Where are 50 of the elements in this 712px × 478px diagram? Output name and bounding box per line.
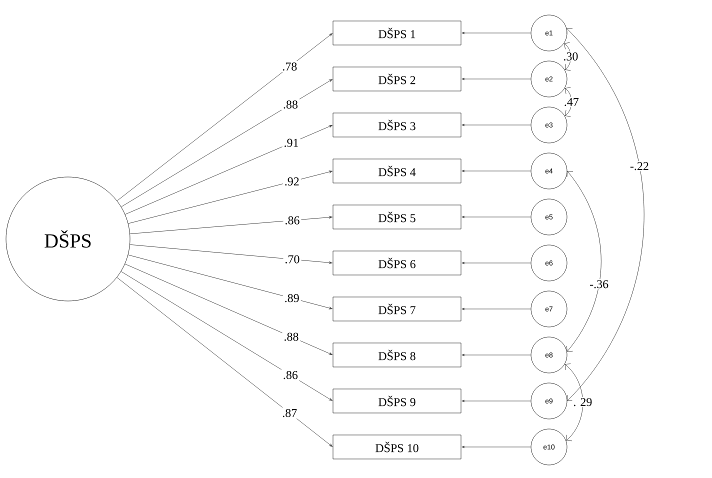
edge-label: .70 bbox=[283, 254, 302, 265]
indicator-box: DŠPS 2 bbox=[332, 66, 462, 92]
indicator-box: DŠPS 9 bbox=[332, 388, 462, 414]
arrow bbox=[116, 33, 332, 202]
edge-label: .88 bbox=[282, 98, 300, 110]
indicator-box: DŠPS 5 bbox=[332, 204, 462, 230]
indicator-box: DŠPS 7 bbox=[332, 296, 462, 322]
edge-label: -.22 bbox=[628, 161, 650, 172]
arrow bbox=[462, 262, 532, 264]
edge-label: .91 bbox=[282, 137, 300, 148]
arrow bbox=[462, 308, 532, 310]
indicator-box: DŠPS 4 bbox=[332, 158, 462, 184]
arrow bbox=[566, 28, 644, 401]
arrow bbox=[566, 171, 602, 352]
arrow bbox=[121, 79, 332, 208]
arrow bbox=[462, 400, 532, 402]
edge-label: .47 bbox=[562, 96, 580, 108]
arrow bbox=[462, 216, 532, 218]
arrow bbox=[124, 264, 332, 355]
arrow bbox=[130, 244, 332, 264]
arrow bbox=[130, 216, 332, 234]
edge-label: .88 bbox=[282, 331, 300, 342]
edge-label: .86 bbox=[283, 214, 302, 226]
arrow bbox=[116, 277, 332, 447]
edge-label: . 29 bbox=[572, 397, 594, 408]
indicator-box: DŠPS 10 bbox=[332, 434, 462, 460]
indicator-box: DŠPS 6 bbox=[332, 250, 462, 276]
edge-label: .78 bbox=[280, 60, 299, 72]
edge-label: .87 bbox=[280, 408, 299, 419]
edge-label: -.36 bbox=[588, 279, 610, 290]
arrow bbox=[462, 78, 532, 80]
indicator-box: DŠPS 1 bbox=[332, 20, 462, 46]
edge-label: .92 bbox=[282, 176, 301, 188]
arrow bbox=[128, 170, 332, 224]
indicator-box: DŠPS 8 bbox=[332, 342, 462, 368]
arrow bbox=[124, 125, 332, 215]
indicator-box: DŠPS 3 bbox=[332, 112, 462, 138]
edge-label: .86 bbox=[281, 370, 300, 381]
arrow bbox=[564, 42, 572, 71]
arrow bbox=[462, 32, 532, 34]
arrow bbox=[564, 363, 584, 442]
arrow bbox=[462, 354, 532, 356]
arrow bbox=[462, 170, 532, 172]
arrow bbox=[564, 87, 572, 117]
arrow bbox=[462, 446, 532, 448]
edge-label: .30 bbox=[562, 51, 580, 62]
arrow bbox=[462, 124, 532, 126]
edge-label: .89 bbox=[282, 292, 301, 304]
arrow bbox=[120, 271, 332, 401]
arrow bbox=[128, 254, 332, 310]
